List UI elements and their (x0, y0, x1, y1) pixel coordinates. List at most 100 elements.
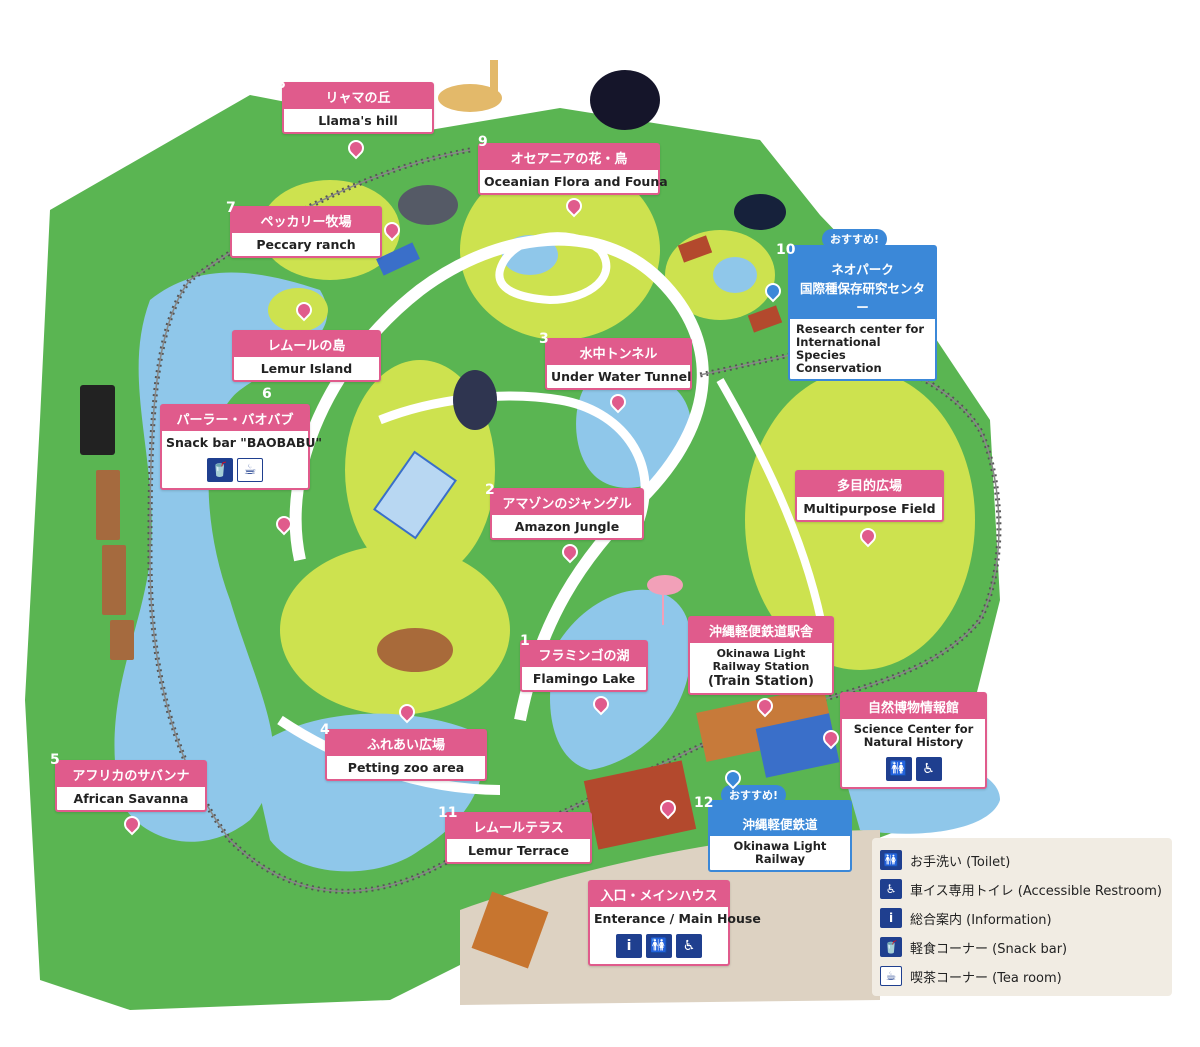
info-icon: i (616, 934, 642, 958)
train-engine (80, 385, 115, 455)
location-name-jp: 沖縄軽便鉄道駅舎 (690, 618, 832, 643)
toilet-icon: 🚻 (880, 850, 902, 870)
recommended-name-en: Okinawa Light Railway (733, 839, 827, 866)
circle-path (495, 232, 611, 305)
location-name-en: Enterance / Main House (594, 911, 761, 926)
greenhouse (373, 450, 457, 540)
llama-illustration (438, 60, 502, 112)
legend-item: 🚻 お手洗い (Toilet) (880, 850, 1010, 870)
location-name-en: Snack bar "BAOBABU" (166, 435, 323, 450)
accessible-icon: ♿ (915, 757, 942, 781)
recommended-name-jp: ネオパーク 国際種保存研究センター (790, 247, 935, 319)
location-name-en: Under Water Tunnel (551, 369, 692, 384)
location-name-en: Petting zoo area (347, 760, 465, 775)
location-card-savanna[interactable]: アフリカのサバンナ African Savanna (55, 760, 207, 812)
location-name-jp: フラミンゴの湖 (522, 642, 646, 667)
location-name-en: Multipurpose Field (803, 501, 936, 516)
research-hut-2 (747, 305, 783, 333)
location-name-en: Lemur Terrace (468, 843, 569, 858)
recommended-name-en: Research center for International Specie… (796, 322, 925, 375)
tearoom-icon: ☕ (237, 458, 263, 482)
toilet-icon: 🚻 (885, 757, 912, 781)
location-name-en: Lemur Island (260, 361, 353, 376)
bird-illustration (453, 370, 497, 430)
science-building (755, 713, 840, 778)
location-number: 8 (276, 76, 286, 92)
location-name-jp: 水中トンネル (547, 340, 690, 365)
location-name-jp: アマゾンのジャングル (492, 490, 642, 515)
location-name-en-sub: (Train Station) (708, 674, 814, 689)
entrance-roof (471, 891, 549, 969)
location-name-jp: リャマの丘 (284, 84, 432, 109)
location-name-jp: レムールの島 (234, 332, 379, 357)
legend-item: ☕ 喫茶コーナー (Tea room) (880, 966, 1062, 986)
location-name-en: African Savanna (73, 791, 189, 806)
pond-research (713, 257, 757, 293)
location-card-amazon[interactable]: アマゾンのジャングル Amazon Jungle (490, 488, 644, 540)
legend-label: 軽食コーナー (Snack bar) (910, 941, 1068, 957)
location-name-en: Amazon Jungle (514, 519, 620, 534)
tearoom-icon: ☕ (880, 966, 902, 986)
location-number: 10 (776, 242, 796, 258)
peccary-shed (376, 242, 420, 276)
location-name-en: Science Center for Natural History (853, 722, 974, 749)
legend-label: お手洗い (Toilet) (910, 854, 1011, 870)
inner-path (378, 391, 650, 522)
location-name-en: Flamingo Lake (532, 671, 636, 686)
cassowary-illustration (590, 70, 660, 130)
facility-icons: i🚻♿ (590, 930, 728, 964)
location-number: 1 (520, 633, 530, 649)
peccary-illustration (398, 185, 458, 225)
main-house (583, 760, 697, 850)
location-card-science[interactable]: 自然博物情報館 Science Center for Natural Histor… (840, 692, 987, 789)
location-number: 3 (539, 331, 549, 347)
snackbar-icon: 🥤 (880, 937, 902, 957)
location-number: 5 (50, 752, 60, 768)
location-card-entrance[interactable]: 入口・メインハウス Enterance / Main House i🚻♿ (588, 880, 761, 966)
facility-icons: 🚻♿ (842, 753, 985, 787)
legend-item: 🥤 軽食コーナー (Snack bar) (880, 937, 1067, 957)
location-card-lemur-island[interactable]: レムールの島 Lemur Island (232, 330, 381, 382)
legend-label: 喫茶コーナー (Tea room) (910, 970, 1062, 986)
info-icon: i (880, 908, 902, 928)
accessible-icon: ♿ (676, 934, 702, 958)
flamingo-illustration (647, 575, 683, 625)
recommended-badge: おすすめ! (822, 229, 888, 249)
meadow-capybara (280, 545, 510, 715)
location-card-terrace[interactable]: レムールテラス Lemur Terrace (445, 812, 592, 864)
location-name-jp: ふれあい広場 (327, 731, 485, 756)
location-card-petting[interactable]: ふれあい広場 Petting zoo area (325, 729, 487, 781)
tunnel-water (576, 372, 692, 488)
train-car-2 (102, 545, 126, 615)
location-card-tunnel[interactable]: 水中トンネル Under Water Tunnel (545, 338, 692, 390)
location-name-jp: 多目的広場 (797, 472, 942, 497)
location-name-jp: 入口・メインハウス (590, 882, 728, 907)
snackbar-icon: 🥤 (207, 458, 233, 482)
location-number: 2 (485, 482, 495, 498)
location-card-field[interactable]: 多目的広場 Multipurpose Field (795, 470, 944, 522)
facility-icons: 🥤☕ (162, 454, 308, 488)
map-legend: 🚻お手洗い (Toilet)♿車イス専用トイレ (Accessible Rest… (872, 838, 1172, 996)
train-car-3 (110, 620, 134, 660)
station-building (696, 685, 834, 762)
location-name-en: Peccary ranch (256, 237, 356, 252)
location-number: 9 (478, 134, 488, 150)
location-card-flamingo[interactable]: フラミンゴの湖 Flamingo Lake (520, 640, 648, 692)
location-number: 12 (694, 795, 714, 811)
location-name-jp: アフリカのサバンナ (57, 762, 205, 787)
location-number: 7 (226, 200, 236, 216)
location-number: 6 (262, 386, 272, 402)
legend-label: 車イス専用トイレ (Accessible Restroom) (910, 883, 1162, 899)
location-name-jp: 自然博物情報館 (842, 694, 985, 719)
location-name-jp: レムールテラス (447, 814, 590, 839)
capybara-illustration (377, 628, 453, 672)
